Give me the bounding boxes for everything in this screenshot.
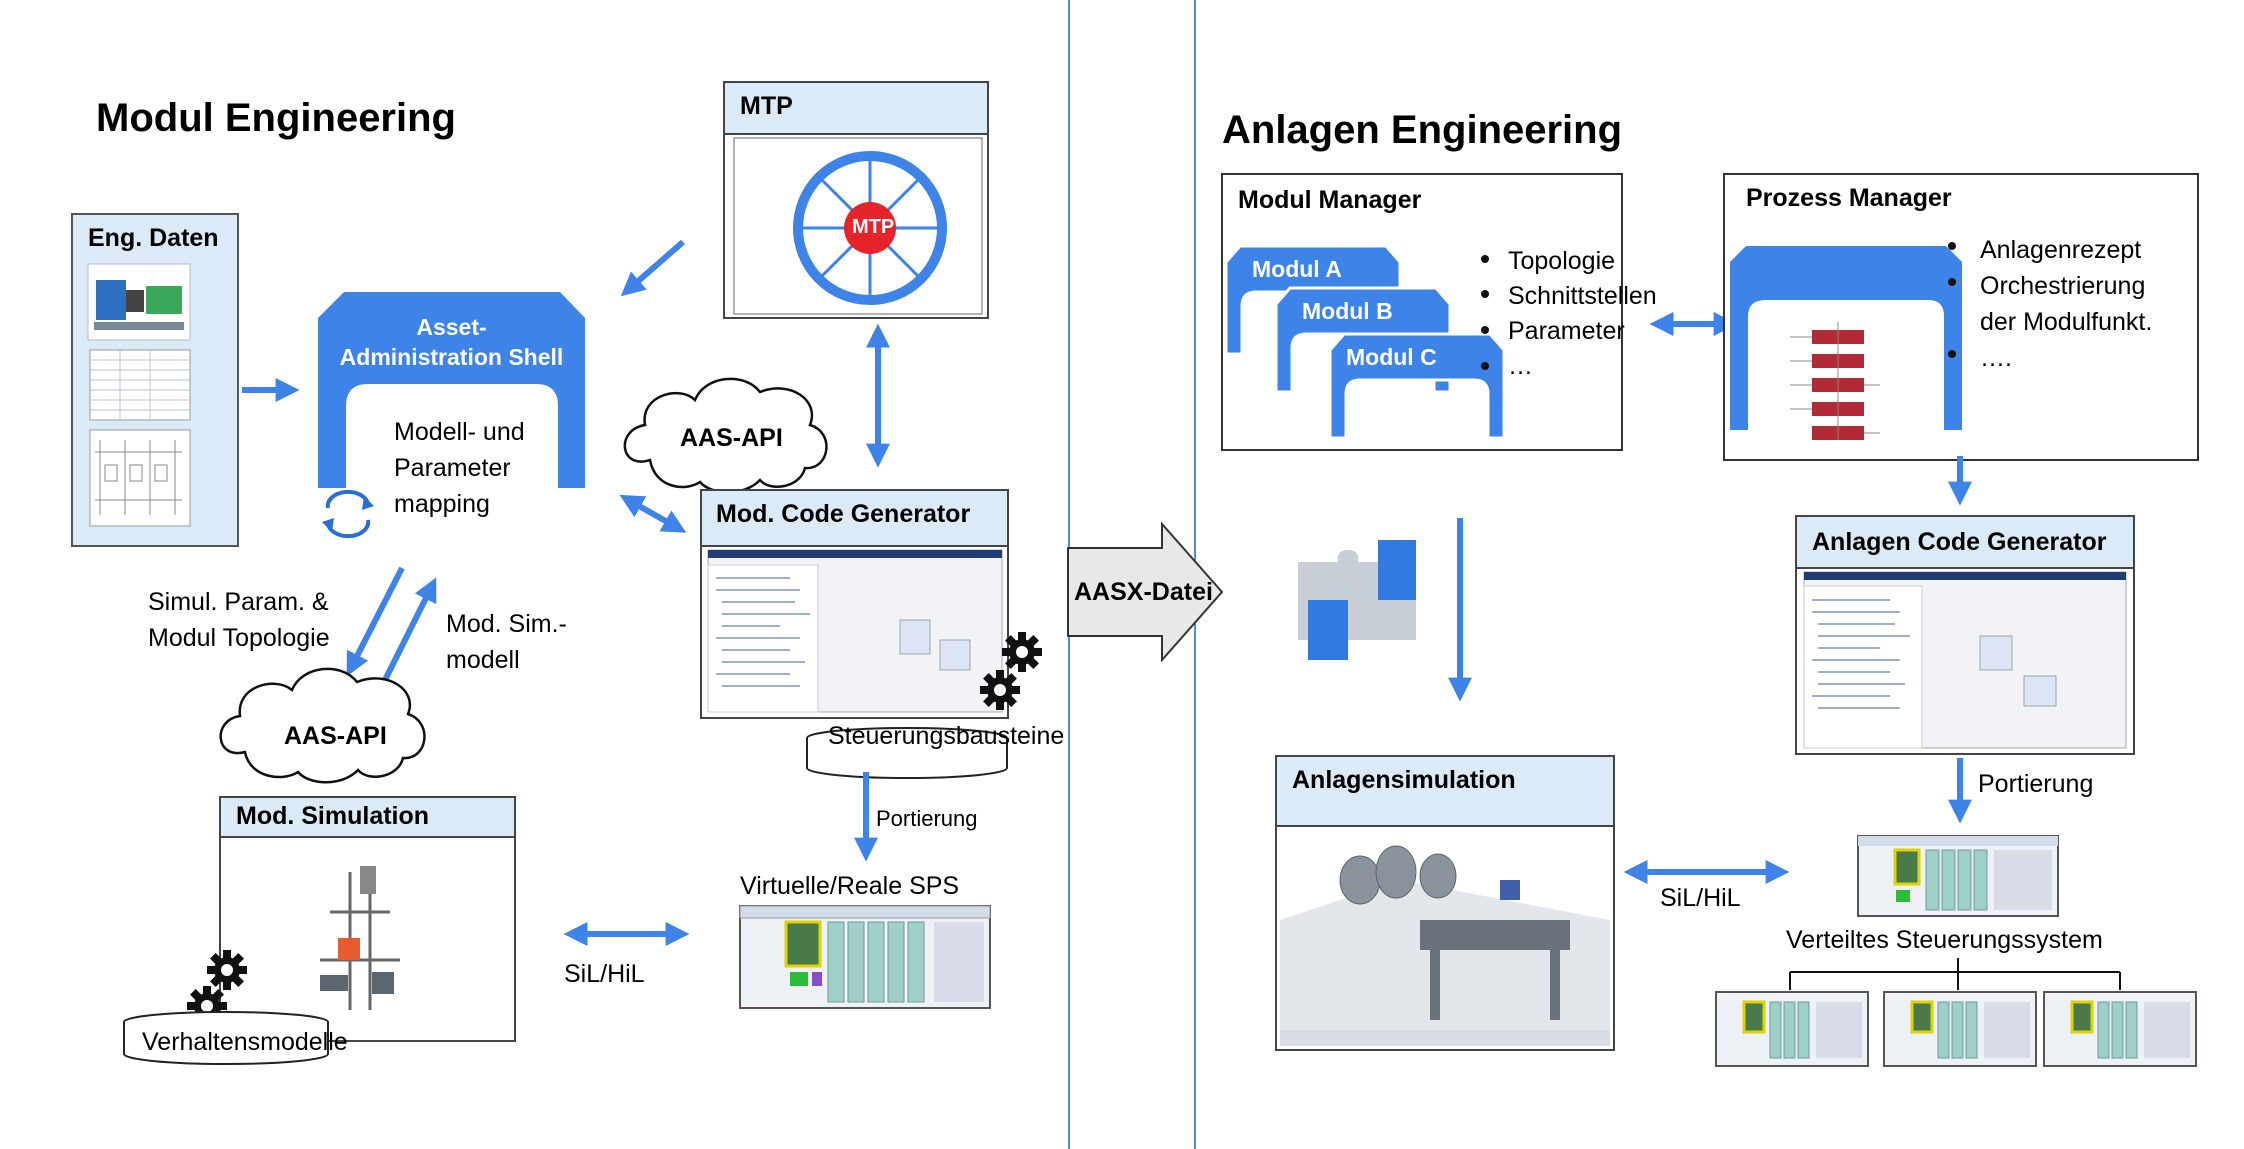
mtp-title: MTP [740,92,793,120]
aas-title: Asset- Administration Shell [318,312,585,372]
aasx-label: AASX-Datei [1074,578,1213,606]
aas-body-line-3: mapping [394,490,490,518]
simul-param-line-2: Modul Topologie [148,624,330,652]
modul-list-item: … [1508,352,1533,380]
gear-icon [1002,632,1042,672]
mod-code-generator-title: Mod. Code Generator [716,500,971,528]
modul-b-label: Modul B [1302,298,1393,324]
sps-label: Virtuelle/Reale SPS [740,872,960,900]
prozess-list-item: Anlagenrezept [1980,236,2142,264]
mod-sim-modell-line-1: Mod. Sim.- [446,610,567,638]
aas-api-label-top: AAS-API [680,424,783,452]
aas-body: Modell- und Parameter mapping [394,414,525,522]
sps-rack-2 [1883,991,2037,1067]
simul-param-label: Simul. Param. & Modul Topologie [148,584,330,656]
aasx-arrow-shape [1067,521,1224,663]
sps-rack-3 [2043,991,2197,1067]
modul-arches [1224,244,1506,440]
prozess-list-item: …. [1980,344,2012,372]
verhaltensmodelle-label: Verhaltensmodelle [142,1028,348,1056]
steuerungsbausteine-cylinder [806,727,1008,779]
prozess-arch [1730,246,1962,430]
modul-list-item: Parameter [1508,317,1625,345]
eng-daten-panel [71,213,239,547]
aas-api-label-bottom: AAS-API [284,722,387,750]
aas-title-line-2: Administration Shell [339,344,564,370]
modul-list-item: Topologie [1508,247,1616,275]
arrow-simulation-aas [382,577,437,682]
silhil-label-right: SiL/HiL [1660,884,1741,912]
aas-body-line-1: Modell- und [394,418,525,446]
prozess-list: Anlagenrezept Orchestrierung der Modulfu… [1980,232,2152,376]
anlagensimulation-title: Anlagensimulation [1292,766,1516,794]
steuerungsbausteine-label: Steuerungsbausteine [828,722,1065,750]
mod-simulation-panel [219,796,516,1042]
simul-param-line-1: Simul. Param. & [148,588,329,616]
arrow-mtp-aas [620,239,685,297]
title-anlagen-engineering: Anlagen Engineering [1222,108,1623,152]
sps-rack [739,905,991,1009]
modul-c-label: Modul C [1346,344,1437,370]
silhil-label-left: SiL/HiL [564,960,645,988]
mtp-center-label: MTP [852,216,895,238]
eng-daten-label: Eng. Daten [88,224,219,252]
prozess-list-item: der Modulfunkt. [1980,308,2153,336]
portierung-label-right: Portierung [1978,770,2094,798]
gear-icon [980,670,1020,710]
mod-sim-modell-line-2: modell [446,646,520,674]
gear-icon [207,950,247,990]
portierung-label-left: Portierung [876,806,978,831]
sps-rack-top [1857,835,2059,917]
sps-rack-1 [1715,991,1869,1067]
verhaltensmodelle-cylinder [123,1011,329,1065]
modul-list-item: Schnittstellen [1508,282,1657,310]
refresh-icon [325,489,371,539]
anlagen-code-generator-panel [1795,515,2135,755]
mtp-center-circle [844,202,896,254]
prozess-list-item: Orchestrierung [1980,272,2146,300]
arrow-aas-codegen [619,494,687,533]
prozess-manager-title: Prozess Manager [1746,184,1952,212]
verteiltes-label: Verteiltes Steuerungssystem [1786,926,2103,954]
modul-list: Topologie Schnittstellen Parameter … [1508,244,1657,384]
mod-code-generator-panel [700,489,1009,719]
aas-body-line-2: Parameter [394,454,511,482]
title-modul-engineering: Modul Engineering [96,96,456,140]
mod-sim-modell-label: Mod. Sim.- modell [446,606,567,678]
aas-title-line-1: Asset- [416,314,487,340]
rack-connectors [1789,958,2121,990]
puzzle-icon [1298,540,1416,660]
anlagen-code-generator-title: Anlagen Code Generator [1812,528,2107,556]
mod-simulation-title: Mod. Simulation [236,802,430,830]
aas-shape [318,292,585,488]
arrow-aas-simulation [346,566,405,677]
modul-a-label: Modul A [1252,256,1342,282]
anlagensimulation-panel [1275,755,1615,1051]
mtp-panel [723,81,989,319]
modul-manager-title: Modul Manager [1238,186,1422,214]
aas-api-cloud-bottom [219,667,426,784]
